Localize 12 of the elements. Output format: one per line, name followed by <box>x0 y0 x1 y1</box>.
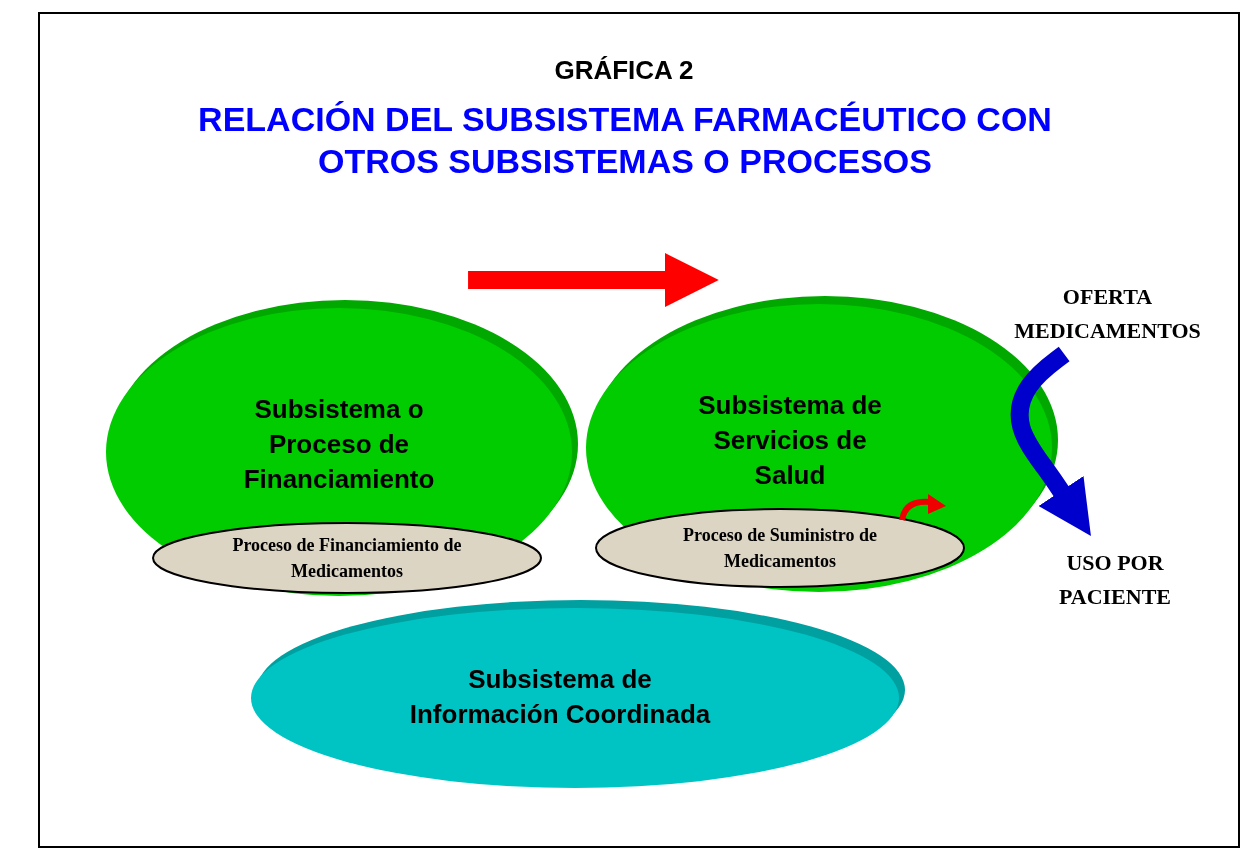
process-ellipse <box>595 508 965 588</box>
node-label: Subsistema o Proceso de Financiamiento <box>242 393 436 496</box>
diagram-title: RELACIÓN DEL SUBSISTEMA FARMACÉUTICO CON OTROS SUBSISTEMAS O PROCESOS <box>197 99 1053 182</box>
node-label: Proceso de Financiamiento de Medicamentos <box>231 534 463 583</box>
node-label: Proceso de Suministro de Medicamentos <box>682 524 878 573</box>
node-label: Subsistema de Información Coordinada <box>408 663 712 731</box>
flow-label: OFERTA MEDICAMENTOS <box>1013 283 1202 345</box>
process-ellipse <box>152 522 542 594</box>
arrow <box>468 253 719 307</box>
flow-label: USO POR PACIENTE <box>1057 549 1173 611</box>
node-label: Subsistema de Servicios de Salud <box>697 389 883 492</box>
figure-number: GRÁFICA 2 <box>553 55 695 86</box>
